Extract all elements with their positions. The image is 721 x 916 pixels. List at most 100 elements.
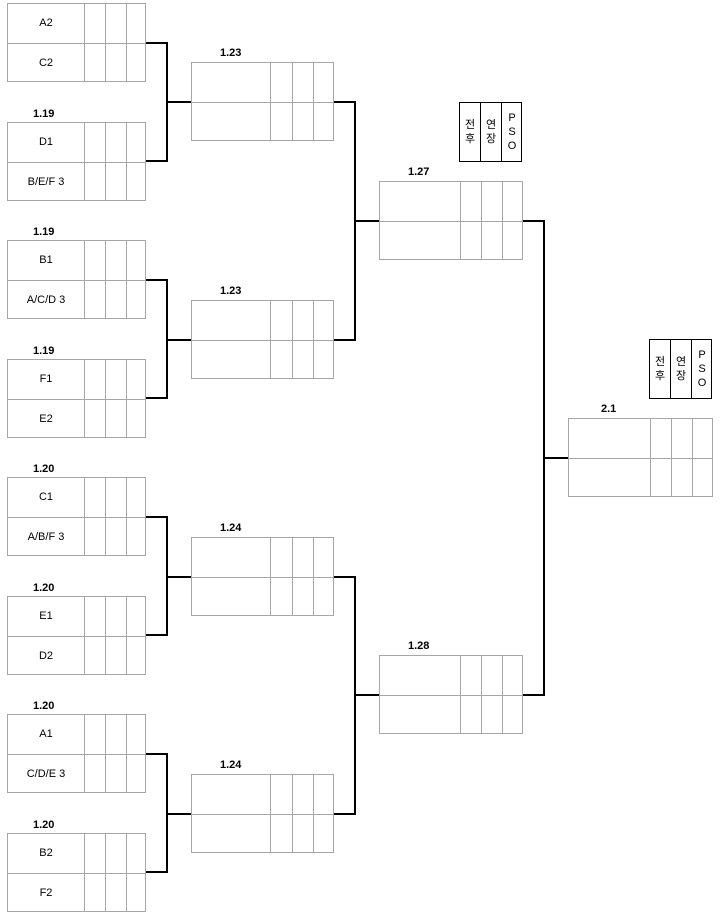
score-cell[interactable] xyxy=(84,4,105,43)
score-cell[interactable] xyxy=(84,43,105,82)
score-cell[interactable] xyxy=(105,43,126,82)
legend-char: 전 xyxy=(464,119,476,131)
connector-line xyxy=(146,279,167,281)
score-cell[interactable] xyxy=(105,834,126,873)
score-cell[interactable] xyxy=(126,517,147,556)
score-cell[interactable] xyxy=(84,597,105,636)
score-cell[interactable] xyxy=(126,4,147,43)
score-cell[interactable] xyxy=(126,478,147,517)
team-cell[interactable] xyxy=(380,695,460,734)
score-cell[interactable] xyxy=(84,280,105,319)
match-date: 1.19 xyxy=(33,108,55,120)
legend-char: 후 xyxy=(464,133,476,145)
team-cell[interactable] xyxy=(192,102,270,141)
score-cell[interactable] xyxy=(105,636,126,675)
score-cell[interactable] xyxy=(105,241,126,280)
score-divider xyxy=(270,775,271,852)
score-cell[interactable] xyxy=(84,834,105,873)
team-cell[interactable] xyxy=(192,775,270,814)
score-cell[interactable] xyxy=(84,478,105,517)
score-divider xyxy=(105,715,106,792)
score-cell[interactable] xyxy=(105,399,126,438)
legend-char: O xyxy=(507,140,517,152)
team-cell[interactable] xyxy=(192,301,270,340)
score-divider xyxy=(126,241,127,318)
score-cell[interactable] xyxy=(126,280,147,319)
score-cell[interactable] xyxy=(105,360,126,399)
score-cell[interactable] xyxy=(84,241,105,280)
score-cell[interactable] xyxy=(126,597,147,636)
legend-char: 장 xyxy=(675,370,687,382)
score-divider xyxy=(126,478,127,555)
connector-line xyxy=(354,694,379,696)
legend-divider xyxy=(480,103,481,161)
team-cell[interactable] xyxy=(192,340,270,379)
match-date: 2.1 xyxy=(601,403,617,415)
connector-line xyxy=(334,813,355,815)
score-divider xyxy=(502,182,503,259)
score-cell[interactable] xyxy=(126,754,147,793)
row-divider xyxy=(192,340,333,341)
team-cell[interactable] xyxy=(192,538,270,577)
score-cell[interactable] xyxy=(84,754,105,793)
score-cell[interactable] xyxy=(105,754,126,793)
score-cell[interactable] xyxy=(126,399,147,438)
connector-line xyxy=(334,576,355,578)
score-cell[interactable] xyxy=(126,360,147,399)
team-label-top: A2 xyxy=(39,17,53,29)
team-cell[interactable] xyxy=(380,182,460,221)
score-cell[interactable] xyxy=(105,873,126,912)
legend-char: S xyxy=(698,363,706,375)
legend-char: P xyxy=(698,349,706,361)
team-cell[interactable] xyxy=(380,221,460,260)
score-cell[interactable] xyxy=(105,4,126,43)
score-cell[interactable] xyxy=(126,43,147,82)
score-cell[interactable] xyxy=(126,636,147,675)
row-divider xyxy=(192,814,333,815)
team-cell[interactable] xyxy=(569,419,650,458)
score-divider xyxy=(84,360,85,437)
team-cell[interactable] xyxy=(192,814,270,853)
score-cell[interactable] xyxy=(105,597,126,636)
score-cell[interactable] xyxy=(126,715,147,754)
score-divider xyxy=(126,123,127,200)
score-cell[interactable] xyxy=(126,873,147,912)
connector-line xyxy=(543,457,568,459)
team-cell[interactable] xyxy=(380,656,460,695)
score-divider xyxy=(105,241,106,318)
score-cell[interactable] xyxy=(126,162,147,201)
score-divider xyxy=(105,4,106,81)
score-cell[interactable] xyxy=(84,360,105,399)
score-divider xyxy=(126,597,127,674)
score-cell[interactable] xyxy=(126,241,147,280)
score-cell[interactable] xyxy=(84,715,105,754)
score-cell[interactable] xyxy=(126,834,147,873)
score-cell[interactable] xyxy=(84,399,105,438)
score-cell[interactable] xyxy=(105,162,126,201)
score-cell[interactable] xyxy=(84,162,105,201)
score-divider xyxy=(313,775,314,852)
score-cell[interactable] xyxy=(105,123,126,162)
score-cell[interactable] xyxy=(105,478,126,517)
row-divider xyxy=(8,517,145,518)
score-cell[interactable] xyxy=(126,123,147,162)
score-cell[interactable] xyxy=(84,873,105,912)
score-cell[interactable] xyxy=(84,123,105,162)
match-box xyxy=(191,300,334,379)
row-divider xyxy=(8,399,145,400)
team-cell[interactable] xyxy=(192,63,270,102)
score-cell[interactable] xyxy=(105,715,126,754)
score-cell[interactable] xyxy=(84,517,105,556)
score-cell[interactable] xyxy=(105,517,126,556)
score-divider xyxy=(84,241,85,318)
match-date: 1.24 xyxy=(220,522,242,534)
score-divider xyxy=(671,419,672,496)
connector-line xyxy=(146,516,167,518)
team-cell[interactable] xyxy=(569,458,650,497)
team-cell[interactable] xyxy=(192,577,270,616)
score-cell[interactable] xyxy=(84,636,105,675)
score-cell[interactable] xyxy=(105,280,126,319)
